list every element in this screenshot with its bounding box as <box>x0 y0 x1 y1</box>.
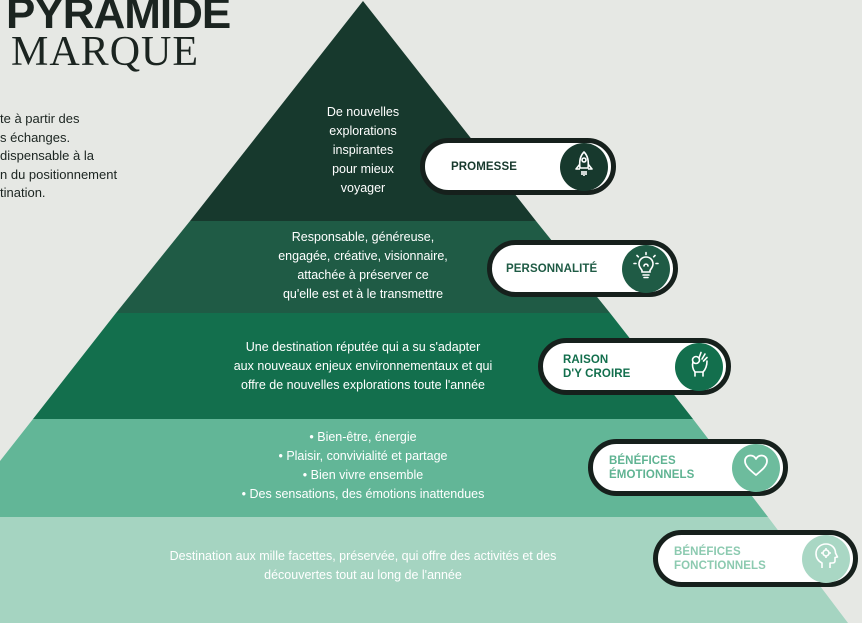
pill-icon-circle <box>675 342 723 391</box>
head-gear-icon <box>811 541 841 576</box>
pill-label-line: D'Y CROIRE <box>563 367 631 380</box>
pill-label-personnalite: PERSONNALITÉ <box>506 262 597 276</box>
pill-label-promesse: PROMESSE <box>451 160 517 174</box>
label-pill-fonctionnels: BÉNÉFICES FONCTIONNELS <box>653 530 858 587</box>
tier-shape-emotionnels <box>0 419 768 517</box>
intro-line: s échanges. <box>0 129 71 145</box>
tier-text-line: Responsable, généreuse, <box>291 230 435 244</box>
tier-text-fonctionnels: Destination aux mille facettes, préservé… <box>108 547 618 585</box>
tier-text-line: qu'elle est et à le transmettre <box>282 287 444 301</box>
intro-text: te à partir des s échanges. dispensable … <box>0 110 170 203</box>
pill-label-line: ÉMOTIONNELS <box>609 468 695 481</box>
tier-text-line: inspirantes <box>332 143 394 157</box>
pill-icon-circle <box>622 244 670 293</box>
pill-label-line: BÉNÉFICES <box>609 454 676 467</box>
lightbulb-icon <box>631 251 661 286</box>
pill-icon-circle <box>802 534 850 583</box>
pill-label-line: PERSONNALITÉ <box>506 262 598 275</box>
tier-text-line: attachée à préserver ce <box>297 268 429 282</box>
tier-text-line: Une destination réputée qui a su s'adapt… <box>245 340 481 354</box>
pill-label-fonctionnels: BÉNÉFICES FONCTIONNELS <box>674 545 766 573</box>
pill-label-raison: RAISON D'Y CROIRE <box>563 353 630 381</box>
pill-label-line: PROMESSE <box>451 160 517 173</box>
tier-shape-raison <box>33 313 693 419</box>
title-line-2: MARQUE <box>11 29 200 75</box>
pill-label-line: BÉNÉFICES <box>674 545 741 558</box>
pill-label-line: FONCTIONNELS <box>674 559 766 572</box>
tier-text-promesse: De nouvelles explorations inspirantes po… <box>283 103 443 198</box>
pill-label-emotionnels: BÉNÉFICES ÉMOTIONNELS <box>609 454 694 482</box>
pill-icon-circle <box>732 443 780 492</box>
title-line-1: PYRAMIDE <box>6 0 231 38</box>
pill-label-line: RAISON <box>563 353 609 366</box>
tier-text-line: voyager <box>340 181 386 195</box>
tier-text-line: offre de nouvelles explorations toute l'… <box>241 378 485 392</box>
tier-text-line: • Des sensations, des émotions inattendu… <box>241 487 485 501</box>
intro-line: n du positionnement <box>0 166 118 182</box>
tier-text-line: aux nouveaux enjeux environnementaux et … <box>233 359 493 373</box>
tier-text-raison: Une destination réputée qui a su s'adapt… <box>158 338 568 395</box>
rocket-icon <box>569 149 599 184</box>
pill-icon-circle <box>560 142 608 191</box>
tier-text-personnalite: Responsable, généreuse, engagée, créativ… <box>223 228 503 304</box>
intro-line: dispensable à la <box>0 148 94 163</box>
label-pill-personnalite: PERSONNALITÉ <box>487 240 678 297</box>
tier-text-line: découvertes tout au long de l'année <box>264 568 462 582</box>
label-pill-promesse: PROMESSE <box>420 138 616 195</box>
tier-text-emotionnels: • Bien-être, énergie • Plaisir, convivia… <box>173 428 553 504</box>
ok-hand-icon <box>684 349 714 384</box>
tier-text-line: • Plaisir, convivialité et partage <box>278 449 448 463</box>
label-pill-raison: RAISON D'Y CROIRE <box>538 338 731 395</box>
intro-line: te à partir des <box>0 111 80 126</box>
tier-text-line: pour mieux <box>332 162 394 176</box>
tier-text-line: explorations <box>329 124 397 138</box>
tier-text-line: • Bien-être, énergie <box>309 430 417 444</box>
tier-shape-fonctionnels <box>0 517 848 623</box>
label-pill-emotionnels: BÉNÉFICES ÉMOTIONNELS <box>588 439 788 496</box>
tier-shape-personnalite <box>116 221 610 313</box>
heart-icon <box>741 450 771 485</box>
tier-text-line: De nouvelles <box>326 105 400 119</box>
tier-text-line: • Bien vivre ensemble <box>302 468 424 482</box>
tier-text-line: engagée, créative, visionnaire, <box>278 249 448 263</box>
tier-text-line: Destination aux mille facettes, préservé… <box>169 549 557 563</box>
intro-line: tination. <box>0 185 46 200</box>
